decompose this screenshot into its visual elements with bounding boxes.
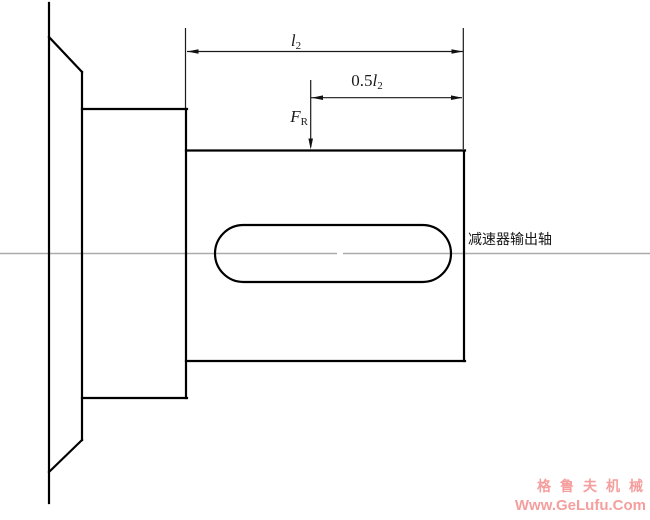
shaft-name-label: 减速器输出轴 (468, 231, 552, 247)
half-l2-arrow-left (311, 95, 323, 100)
half-l2-subscript: 2 (377, 80, 383, 92)
housing-chamfer-top (47, 35, 84, 74)
l2-subscript: 2 (295, 40, 302, 52)
l2-arrow-left (187, 49, 199, 54)
dimension-label-l2: l2 (291, 32, 301, 52)
watermark: 格鲁夫机械 Www.GeLufu.Com (515, 476, 646, 514)
housing-chamfer-bottom (47, 438, 84, 474)
watermark-brand-text: 格鲁夫机械 (537, 478, 650, 494)
force-label-fr: FR (290, 108, 308, 128)
half-l2-symbol: l (372, 71, 378, 90)
l2-arrow-right (451, 49, 463, 54)
half-l2-prefix: 0.5 (351, 71, 373, 90)
half-l2-arrow-right (451, 95, 463, 100)
keyway-slot (213, 223, 453, 284)
force-symbol: F (290, 107, 301, 126)
watermark-url-text: Www.GeLufu.Com (514, 497, 646, 514)
force-subscript: R (300, 116, 308, 128)
radial-force-arrowhead (308, 138, 313, 150)
l2-symbol: l (290, 31, 296, 50)
dimension-label-half-l2: 0.5l2 (351, 72, 382, 92)
